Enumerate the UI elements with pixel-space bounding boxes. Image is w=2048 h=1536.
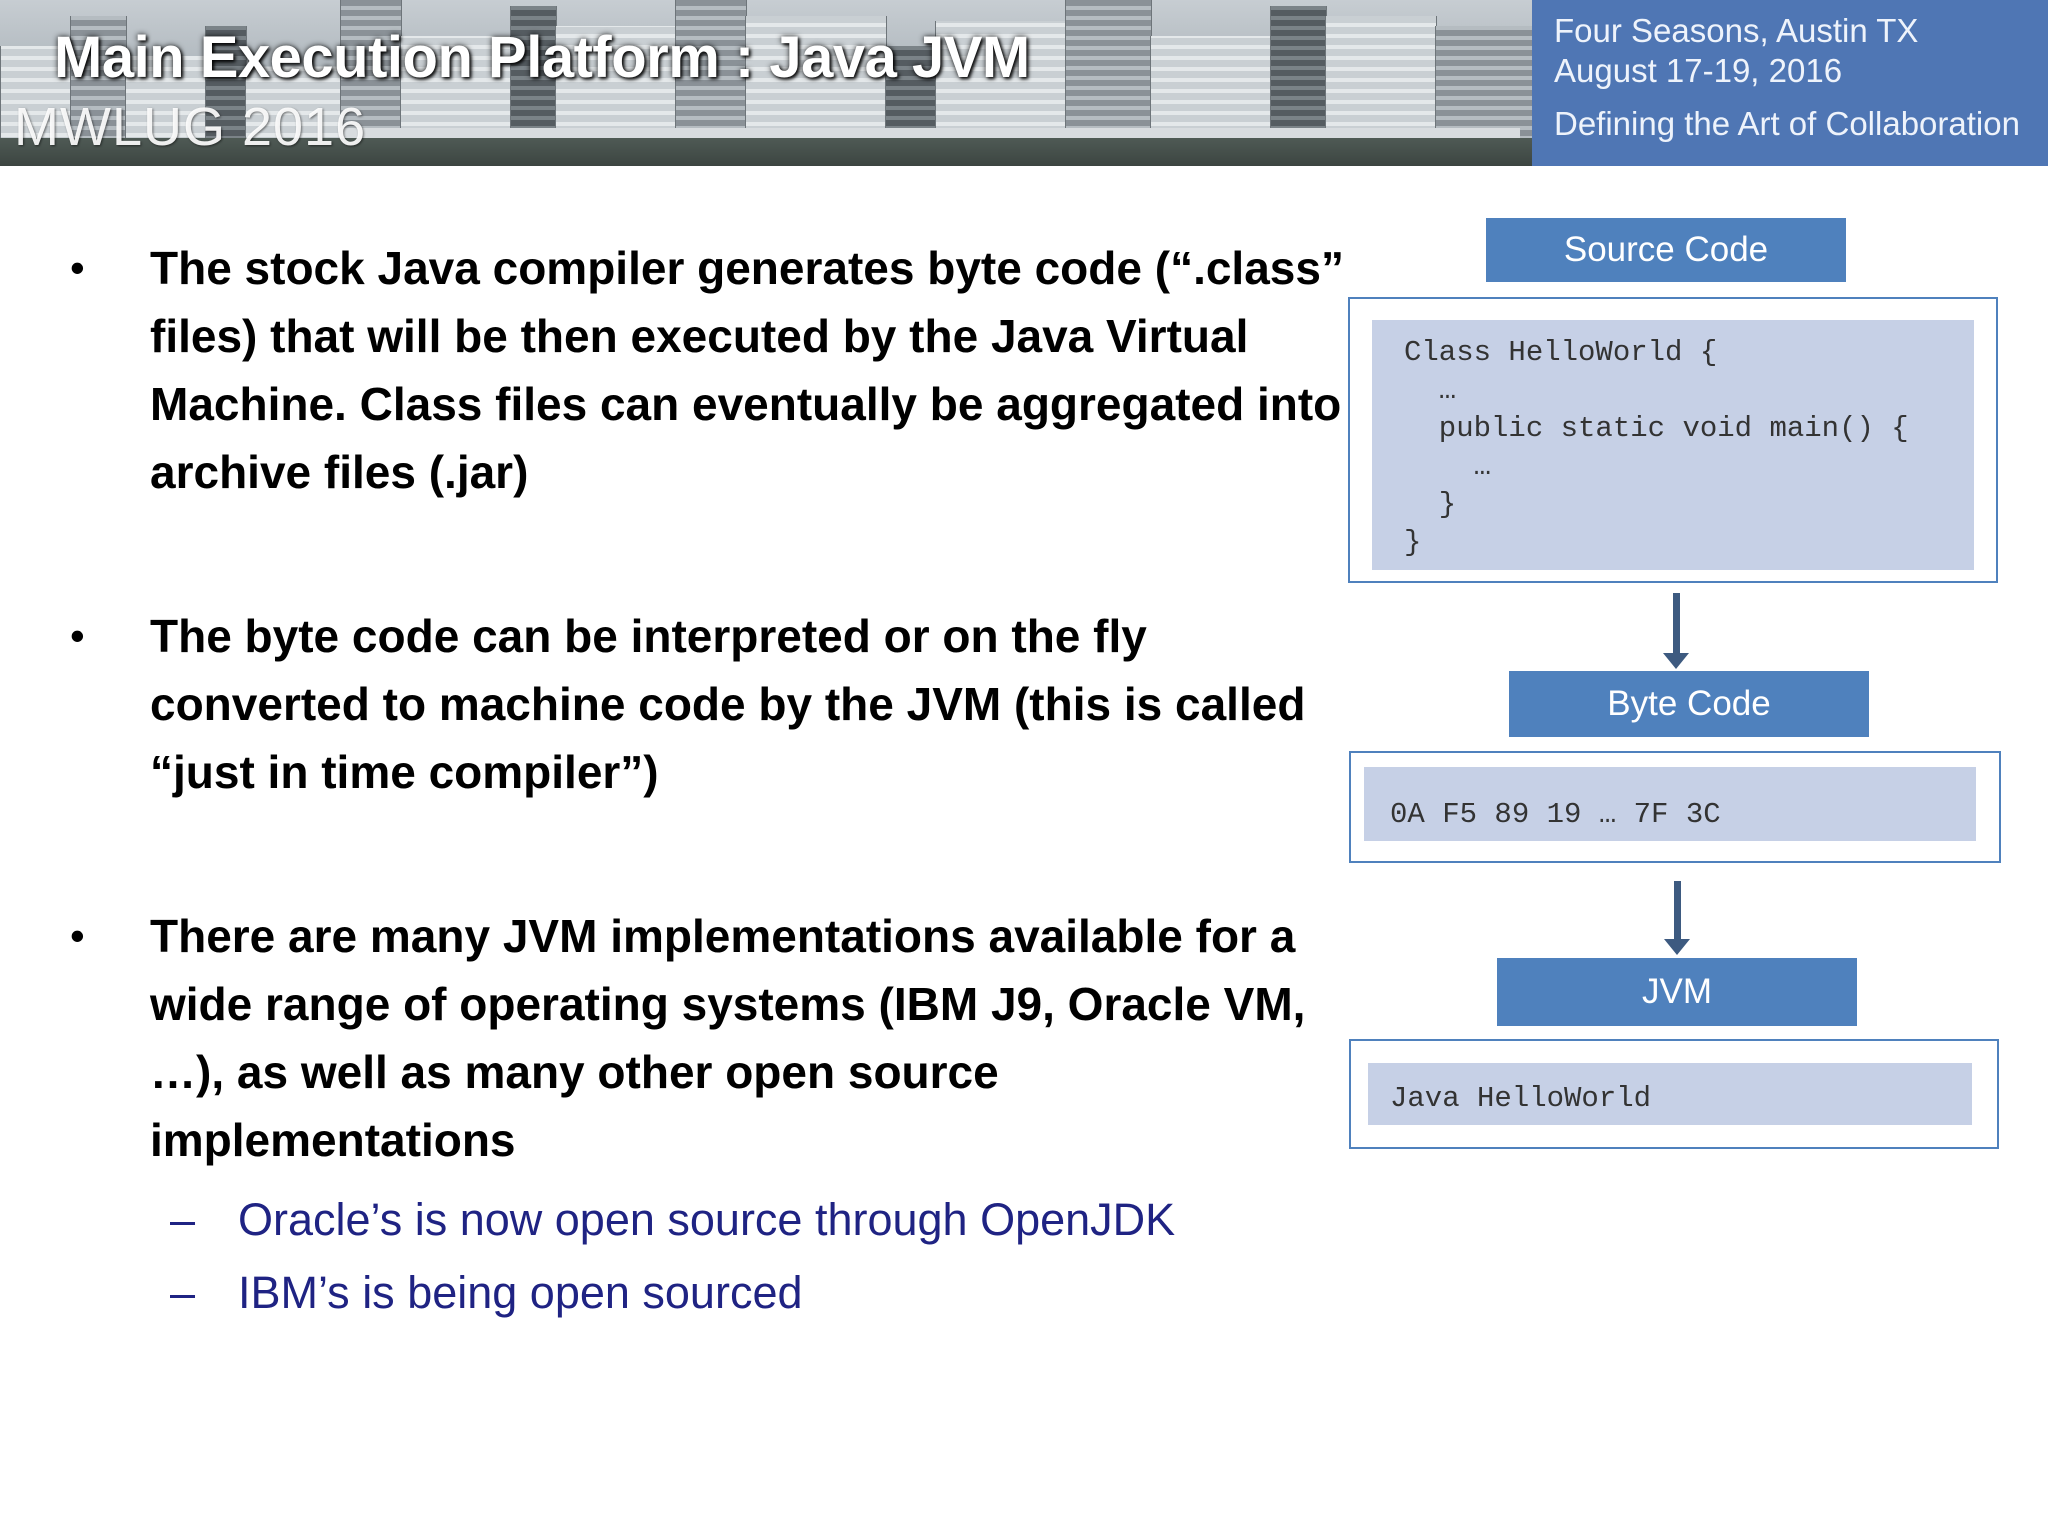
dash-icon: – bbox=[170, 1194, 196, 1245]
event-tagline: Defining the Art of Collaboration bbox=[1554, 105, 2020, 142]
down-arrow-icon bbox=[1663, 593, 1689, 669]
conference-name: MWLUG 2016 bbox=[14, 97, 367, 157]
jvm-command-snippet: Java HelloWorld bbox=[1368, 1063, 1972, 1125]
jvm-label: JVM bbox=[1497, 958, 1857, 1026]
bullet-text: The byte code can be interpreted or on t… bbox=[150, 610, 1306, 798]
austin-skyline-photo bbox=[0, 0, 1534, 166]
byte-code-snippet: 0A F5 89 19 … 7F 3C bbox=[1364, 767, 1976, 841]
event-venue: Four Seasons, Austin TX bbox=[1554, 12, 1919, 49]
bullet-icon: • bbox=[70, 612, 85, 659]
down-arrow-icon bbox=[1664, 881, 1690, 955]
slide-title: Main Execution Platform : Java JVM bbox=[54, 25, 1030, 90]
sub-bullet-text: Oracle’s is now open source through Open… bbox=[238, 1194, 1176, 1245]
source-code-snippet: Class HelloWorld { … public static void … bbox=[1372, 320, 1974, 570]
bullet-text: There are many JVM implementations avail… bbox=[150, 910, 1306, 1166]
event-dates: August 17-19, 2016 bbox=[1554, 52, 1843, 89]
bullet-icon: • bbox=[70, 244, 85, 291]
event-info-panel: Four Seasons, Austin TX August 17-19, 20… bbox=[1532, 0, 2048, 166]
bullet-text: The stock Java compiler generates byte c… bbox=[150, 242, 1344, 498]
sub-bullet-text: IBM’s is being open sourced bbox=[238, 1267, 803, 1318]
dash-icon: – bbox=[170, 1267, 196, 1318]
source-code-label: Source Code bbox=[1486, 218, 1846, 282]
header-banner: Main Execution Platform : Java JVM MWLUG… bbox=[0, 0, 2048, 166]
bullet-icon: • bbox=[70, 912, 85, 959]
byte-code-label: Byte Code bbox=[1509, 671, 1869, 737]
